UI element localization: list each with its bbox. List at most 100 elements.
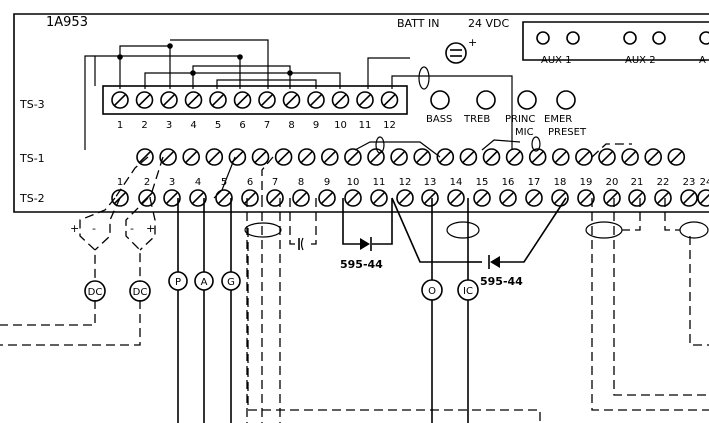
diode2-label: 595-44 [480,275,523,288]
o-tag: O [421,279,443,301]
ts2-terminal-24 [697,189,709,207]
ts3-number-1: 1 [117,120,123,131]
ts2-number-16: 16 [502,177,515,188]
ts1-terminal-15 [459,148,478,166]
ts2-number-18: 18 [554,177,567,188]
ts1-terminal-10 [344,148,362,166]
ts3-strip [102,85,408,115]
ts1-terminal-13 [413,148,432,166]
ts1-terminal-24 [667,148,686,166]
ic-tag: IC [457,279,479,301]
ts2-terminal-5 [215,189,233,207]
ts2-number-22: 22 [657,177,670,188]
panel-outline [13,13,709,213]
ts1-terminal-16 [482,148,501,166]
ts2-number-6: 6 [247,177,253,188]
ts2-number-24: 24 [700,177,709,188]
ts2-terminal-4 [189,189,207,207]
g-tag: G [221,271,241,291]
ts2-terminal-9 [318,189,336,207]
ts2-terminal-21 [628,189,646,207]
ts3-terminal-8 [282,91,301,109]
polarity-minus-2: - [130,222,134,235]
ts3-terminal-10 [331,91,350,109]
ts3-terminal-5 [209,91,227,109]
polarity-plus-2: + [146,222,155,235]
ts3-terminal-3 [160,91,178,109]
ts2-terminal-15 [473,189,491,207]
ts2-terminal-22 [654,189,672,207]
ts2-terminal-10 [344,189,362,207]
ts3-number-2: 2 [141,120,147,131]
ts1-terminal-19 [551,148,570,166]
ts2-terminal-6 [241,189,259,207]
aux2-label: AUX 2 [625,55,656,66]
ts3-number-10: 10 [334,120,347,131]
ts2-terminal-3 [163,189,181,207]
aux-jacks [536,31,709,45]
ts2-number-5: 5 [221,177,227,188]
ts2-numbers: 123456789101112131415161718192021222324 [117,177,709,188]
ts3-number-6: 6 [239,120,245,131]
ts1-terminal-4 [205,148,224,166]
ts3-number-4: 4 [190,120,196,131]
ts3-number-9: 9 [313,120,319,131]
polarity-plus-1: + [70,222,79,235]
ts1-terminal-12 [390,148,408,166]
ts3-number-5: 5 [215,120,221,131]
ts2-terminal-13 [421,189,439,207]
batt-in-label: BATT IN [397,17,439,30]
ts2-terminal-16 [499,189,517,207]
ts3-terminal-9 [307,91,325,109]
ts2-number-15: 15 [476,177,489,188]
ts2-terminal-20 [603,189,621,207]
ts1-label: TS-1 [19,152,45,165]
aux3-label: A [699,55,706,66]
external-wiring: 595-44 595-44 [0,197,709,423]
bass-label: BASS [426,114,452,125]
preset-label: PRESET [548,127,587,138]
ts3-number-7: 7 [264,120,270,131]
aux1-label: AUX 1 [541,55,572,66]
ts3-number-12: 12 [383,120,396,131]
svg-text:IC: IC [463,286,473,297]
ts2-number-20: 20 [606,177,619,188]
ts2-terminal-14 [447,189,465,207]
ts2-terminal-12 [396,189,414,207]
svg-text:DC: DC [88,287,103,298]
ts3-terminals [111,91,399,109]
ts1-terminals [136,148,686,166]
svg-text:+: + [468,36,477,49]
ts2-label: TS-2 [19,192,45,205]
princ-label: PRINC [505,114,535,125]
ts2-number-14: 14 [450,177,463,188]
svg-text:G: G [227,277,235,288]
ts3-number-3: 3 [166,120,172,131]
ts1-terminal-1 [136,148,154,166]
ts3-terminal-4 [184,91,203,109]
ts1-terminal-2 [159,148,177,166]
ts3-terminal-7 [258,91,276,109]
ts1-terminal-8 [297,148,316,166]
a-tag: A [194,271,214,291]
aux-box [522,21,709,61]
ts2-number-9: 9 [324,177,330,188]
svg-text:DC: DC [133,287,148,298]
ts2-number-13: 13 [424,177,437,188]
ts2-number-8: 8 [298,177,304,188]
battery-connector: + [445,36,477,64]
ts1-terminal-7 [274,148,293,166]
ts3-terminal-2 [135,91,154,109]
ts1-terminal-11 [367,148,385,166]
dc-tag-2: DC [129,280,151,302]
ts1-terminal-14 [436,148,455,166]
ts2-terminal-8 [292,189,310,207]
ts3-number-11: 11 [359,120,372,131]
ts2-number-19: 19 [580,177,593,188]
ts2-number-17: 17 [528,177,541,188]
ts1-terminal-17 [505,148,524,166]
dc-tag-1: DC [84,280,106,302]
ts3-terminal-6 [233,91,252,109]
